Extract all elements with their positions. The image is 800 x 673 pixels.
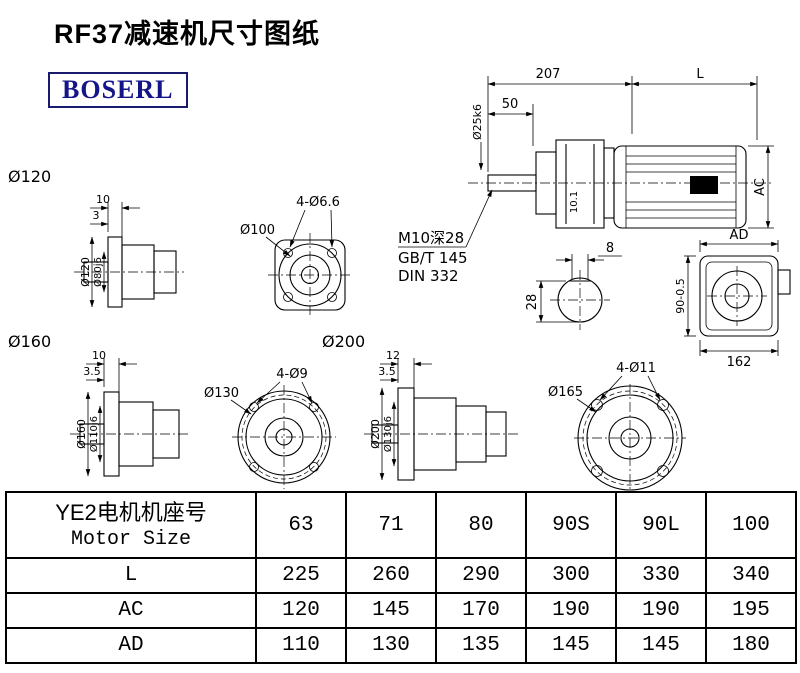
page-title: RF37减速机尺寸图纸 [54, 19, 321, 49]
dim-120-flange: Ø120 [79, 257, 92, 287]
table-cell: 145 [615, 627, 707, 664]
flange-view-100: 4-Ø6.6 Ø100 [240, 195, 352, 317]
table-cell: 300 [525, 557, 617, 594]
dimension-drawing: 207 L 50 Ø25k6 AC 10.1 [8, 67, 791, 491]
table-cell: 170 [435, 592, 527, 629]
table-row-ac: AC 120 145 170 190 190 195 [5, 592, 797, 629]
header-cell-90l: 90L [615, 491, 707, 559]
table-cell: 130 [345, 627, 437, 664]
motor-nameplate [690, 176, 718, 194]
label-bc-100: Ø100 [240, 223, 275, 238]
label-bc-130: Ø130 [204, 386, 239, 401]
label-bc-165: Ø165 [548, 385, 583, 400]
table-cell: 225 [255, 557, 347, 594]
header-cell-100: 100 [705, 491, 797, 559]
table-cell: 260 [345, 557, 437, 594]
dim-160-spigot: Ø110j6 [88, 416, 100, 452]
note-tap-hole: M10深28 [398, 229, 464, 247]
table-cell: 180 [705, 627, 797, 664]
table-cell: 190 [615, 592, 707, 629]
shaft-key-section-view: 8 28 [525, 241, 622, 330]
label-holes-100: 4-Ø6.6 [296, 195, 340, 210]
note-din-standard: DIN 332 [398, 267, 459, 285]
table-cell: 145 [345, 592, 437, 629]
table-cell: 145 [525, 627, 617, 664]
row-label-ad: AD [5, 627, 257, 664]
dim-120-spigot: Ø80j6 [92, 257, 104, 287]
flange-view-165: 4-Ø11 Ø165 [548, 361, 686, 491]
flange-view-130: 4-Ø9 Ø130 [204, 367, 336, 489]
dim-10-1: 10.1 [569, 191, 580, 213]
dim-center-height: 90-0.5 [674, 278, 687, 313]
table-cell: 330 [615, 557, 707, 594]
dim-200-spigot: Ø130j6 [382, 416, 394, 452]
motor-size-table: YE2电机机座号 Motor Size 63 71 80 90S 90L 100… [5, 491, 797, 664]
boserl-logo: BOSERL [48, 72, 188, 108]
table-cell: 135 [435, 627, 527, 664]
table-cell: 110 [255, 627, 347, 664]
header-cell-80: 80 [435, 491, 527, 559]
note-gb-standard: GB/T 145 [398, 249, 468, 267]
dim-l: L [696, 67, 704, 82]
table-cell: 195 [705, 592, 797, 629]
table-cell: 290 [435, 557, 527, 594]
header-cell-90s: 90S [525, 491, 617, 559]
table-row-ad: AD 110 130 135 145 145 180 [5, 627, 797, 664]
unit-120-side-view: Ø120 10 3 Ø120 Ø80j6 [8, 167, 184, 308]
row-label-l: L [5, 557, 257, 594]
dim-ac: AC [753, 178, 768, 196]
label-200: Ø200 [322, 332, 365, 351]
dim-key-height: 28 [525, 294, 540, 311]
dim-50: 50 [502, 97, 519, 112]
header-cell-71: 71 [345, 491, 437, 559]
label-holes-130: 4-Ø9 [276, 367, 307, 382]
dim-120-3: 3 [93, 209, 100, 222]
dim-162: 162 [727, 355, 752, 370]
unit-200-side-view: Ø200 12 3.5 Ø200 Ø130j6 [322, 332, 518, 481]
table-cell: 120 [255, 592, 347, 629]
main-assembly-view: 207 L 50 Ø25k6 AC 10.1 [398, 67, 774, 285]
unit-160-side-view: Ø160 10 3.5 Ø160 Ø110j6 [8, 332, 188, 477]
dim-120-10: 10 [96, 193, 110, 206]
table-row-l: L 225 260 290 300 330 340 [5, 557, 797, 594]
dim-200-12: 12 [386, 349, 400, 362]
table-cell: 340 [705, 557, 797, 594]
dim-160-3-5: 3.5 [83, 365, 101, 378]
table-header-row: YE2电机机座号 Motor Size 63 71 80 90S 90L 100 [5, 491, 797, 559]
label-160: Ø160 [8, 332, 51, 351]
dim-160-flange: Ø160 [75, 419, 88, 449]
label-120: Ø120 [8, 167, 51, 186]
row-label-ac: AC [5, 592, 257, 629]
dim-207: 207 [536, 67, 561, 82]
table-cell: 190 [525, 592, 617, 629]
boserl-logo-text: BOSERL [62, 75, 174, 104]
gearbox-end-view: AD 90-0.5 162 [674, 228, 791, 370]
dim-200-3-5: 3.5 [378, 365, 396, 378]
dim-200-flange: Ø200 [369, 419, 382, 449]
header-cell-63: 63 [255, 491, 347, 559]
dim-160-10: 10 [92, 349, 106, 362]
label-holes-165: 4-Ø11 [616, 361, 656, 376]
header-label-en: Motor Size [70, 528, 192, 552]
dim-key-width: 8 [606, 241, 614, 256]
dim-shaft-diameter: Ø25k6 [471, 104, 484, 140]
header-cell-motor-size: YE2电机机座号 Motor Size [5, 491, 257, 559]
dim-ad: AD [730, 228, 749, 243]
header-label-cn: YE2电机机座号 [55, 499, 207, 525]
